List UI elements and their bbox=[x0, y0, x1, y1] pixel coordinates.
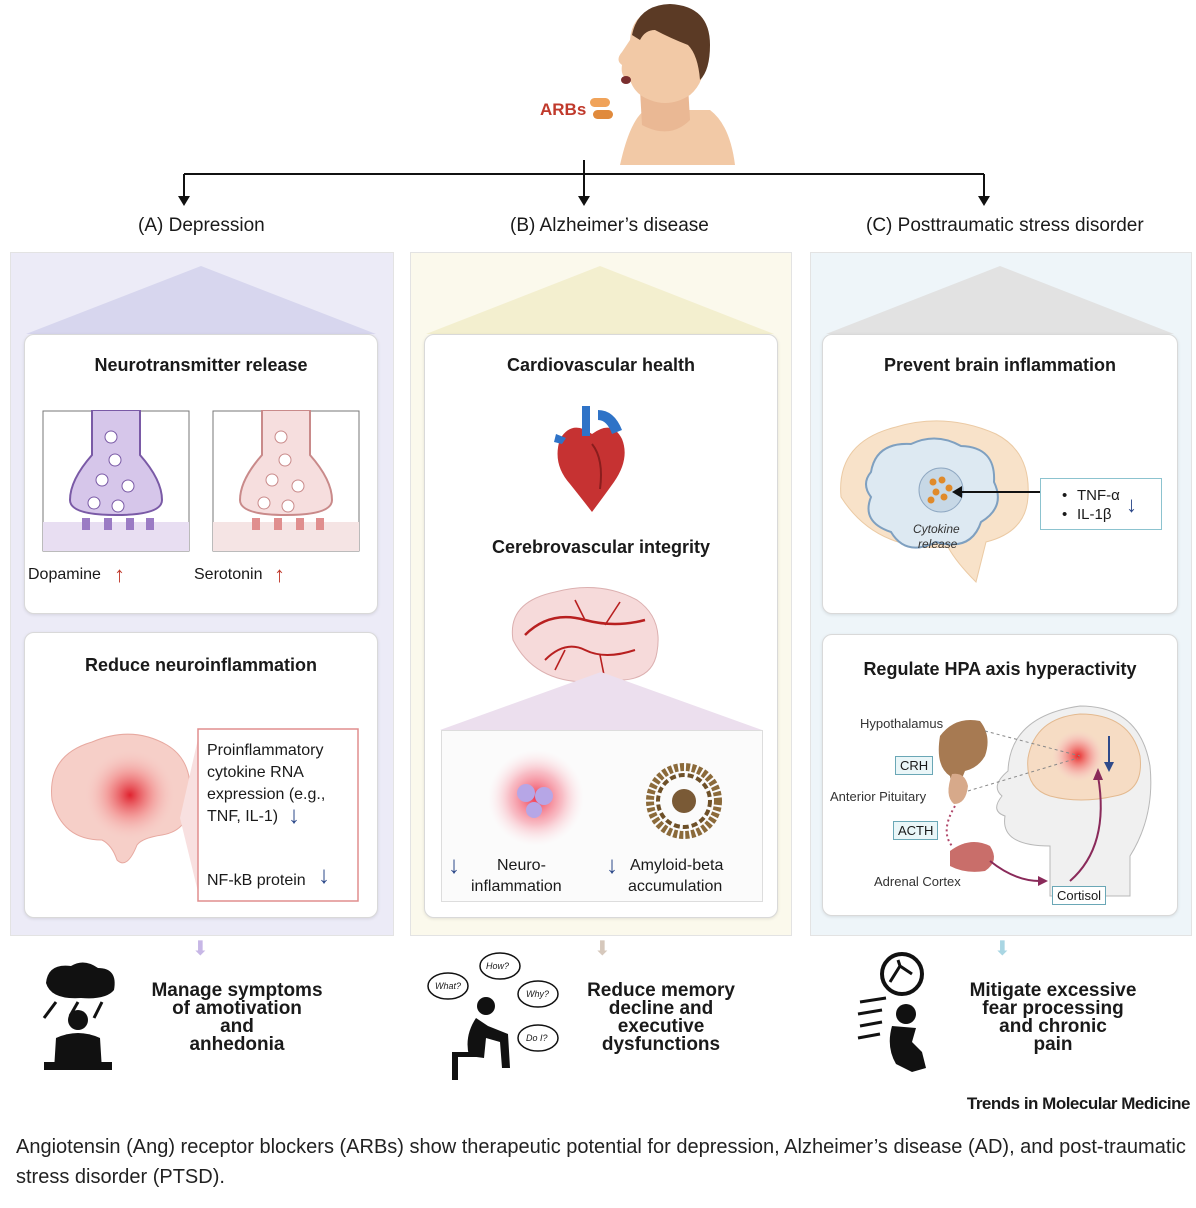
cytokine-line3: expression (e.g., bbox=[207, 786, 326, 803]
card-title: Prevent brain inflammation bbox=[883, 355, 1117, 375]
anterior-pituitary-label: Anterior Pituitary bbox=[830, 789, 927, 804]
callout-box bbox=[180, 728, 359, 902]
bullet-icon: • bbox=[1062, 487, 1068, 504]
card-title-cardio: Cardiovascular health bbox=[506, 355, 696, 375]
outcome-arrow-b-icon: ⬇ bbox=[594, 938, 611, 960]
heading-alzheimers: (B) Alzheimer’s disease bbox=[510, 215, 709, 236]
card-title: Reduce neuroinflammation bbox=[84, 655, 318, 675]
journal-brand: Trends in Molecular Medicine bbox=[966, 1094, 1191, 1113]
nfkb-label: NF-kB protein bbox=[207, 872, 306, 889]
tnf-alpha-label: TNF-α bbox=[1077, 487, 1120, 504]
acth-label: ACTH bbox=[893, 821, 939, 840]
cortisol-label: Cortisol bbox=[1052, 886, 1107, 905]
column-peaks bbox=[26, 266, 1174, 334]
thought-what: What? bbox=[435, 981, 462, 991]
brain-cell-icon bbox=[840, 420, 1029, 583]
card-title-cerebro: Cerebrovascular integrity bbox=[491, 537, 711, 557]
serotonin-up-arrow-icon: ↑ bbox=[274, 562, 285, 587]
pill-icon bbox=[590, 98, 613, 119]
serotonin-synapse-icon bbox=[212, 410, 360, 552]
hypothalamus-label: Hypothalamus bbox=[860, 716, 944, 731]
neuro-line1: Neuro- bbox=[497, 857, 546, 874]
cytokine-line1: Proinflammatory bbox=[207, 742, 324, 759]
dopamine-label: Dopamine bbox=[28, 566, 101, 583]
il1b-label: IL-1β bbox=[1077, 506, 1112, 523]
cytokine-down-arrow-icon: ↓ bbox=[288, 802, 300, 829]
card-title: Regulate HPA axis hyperactivity bbox=[863, 659, 1137, 679]
outcome-arrow-a-icon: ⬇ bbox=[192, 938, 209, 960]
cytokine-release-line2: release bbox=[918, 537, 958, 551]
amyloid-down-arrow-icon: ↓ bbox=[606, 852, 618, 879]
adrenal-cortex-label: Adrenal Cortex bbox=[874, 874, 961, 889]
heading-ptsd: (C) Posttraumatic stress disorder bbox=[866, 215, 1144, 236]
neuroinflammation-cell-icon bbox=[488, 750, 584, 846]
fearful-person-icon bbox=[857, 952, 926, 1072]
amyloid-line2: accumulation bbox=[628, 878, 723, 895]
branch-arrows bbox=[178, 160, 990, 206]
amyloid-line1: Amyloid-beta bbox=[630, 857, 724, 874]
depressed-person-icon bbox=[42, 962, 115, 1070]
thought-why: Why? bbox=[526, 989, 550, 999]
heart-icon bbox=[554, 406, 625, 512]
cytokine-list-box bbox=[1040, 478, 1162, 530]
hpa-axis-icon bbox=[938, 705, 1152, 897]
confused-person-icon bbox=[427, 952, 559, 1080]
serotonin-label: Serotonin bbox=[194, 566, 263, 583]
neuroinflammation-down-arrow-icon: ↓ bbox=[448, 852, 460, 879]
bullet-icon: • bbox=[1062, 506, 1068, 523]
cytokine-line2: cytokine RNA bbox=[207, 764, 304, 781]
thought-how: How? bbox=[486, 961, 510, 971]
figure-caption: Angiotensin (Ang) receptor blockers (ARB… bbox=[16, 1136, 1186, 1188]
crh-label: CRH bbox=[895, 756, 934, 775]
outcome-arrow-c-icon: ⬇ bbox=[994, 938, 1011, 960]
nfkb-down-arrow-icon: ↓ bbox=[318, 862, 330, 889]
card-title: Neurotransmitter release bbox=[94, 355, 308, 375]
cytokine-release-line1: Cytokine bbox=[913, 522, 960, 536]
cytokine-list-down-arrow-icon: ↓ bbox=[1126, 492, 1137, 517]
heading-depression: (A) Depression bbox=[138, 215, 265, 236]
drug-label: ARBs bbox=[540, 100, 587, 119]
inhibit-arrow-icon bbox=[952, 486, 1044, 498]
brain-inflamed-icon bbox=[51, 733, 191, 864]
neuro-line2: inflammation bbox=[471, 878, 562, 895]
amyloid-plaque-icon bbox=[646, 763, 722, 839]
thought-do-i: Do I? bbox=[526, 1033, 548, 1043]
dopamine-up-arrow-icon: ↑ bbox=[114, 562, 125, 587]
brain-vessels-icon bbox=[511, 587, 659, 706]
dopamine-synapse-icon bbox=[42, 410, 190, 552]
cytokine-line4: TNF, IL-1) bbox=[207, 808, 279, 825]
zoom-triangle bbox=[440, 672, 762, 730]
person-head-icon bbox=[618, 4, 735, 165]
